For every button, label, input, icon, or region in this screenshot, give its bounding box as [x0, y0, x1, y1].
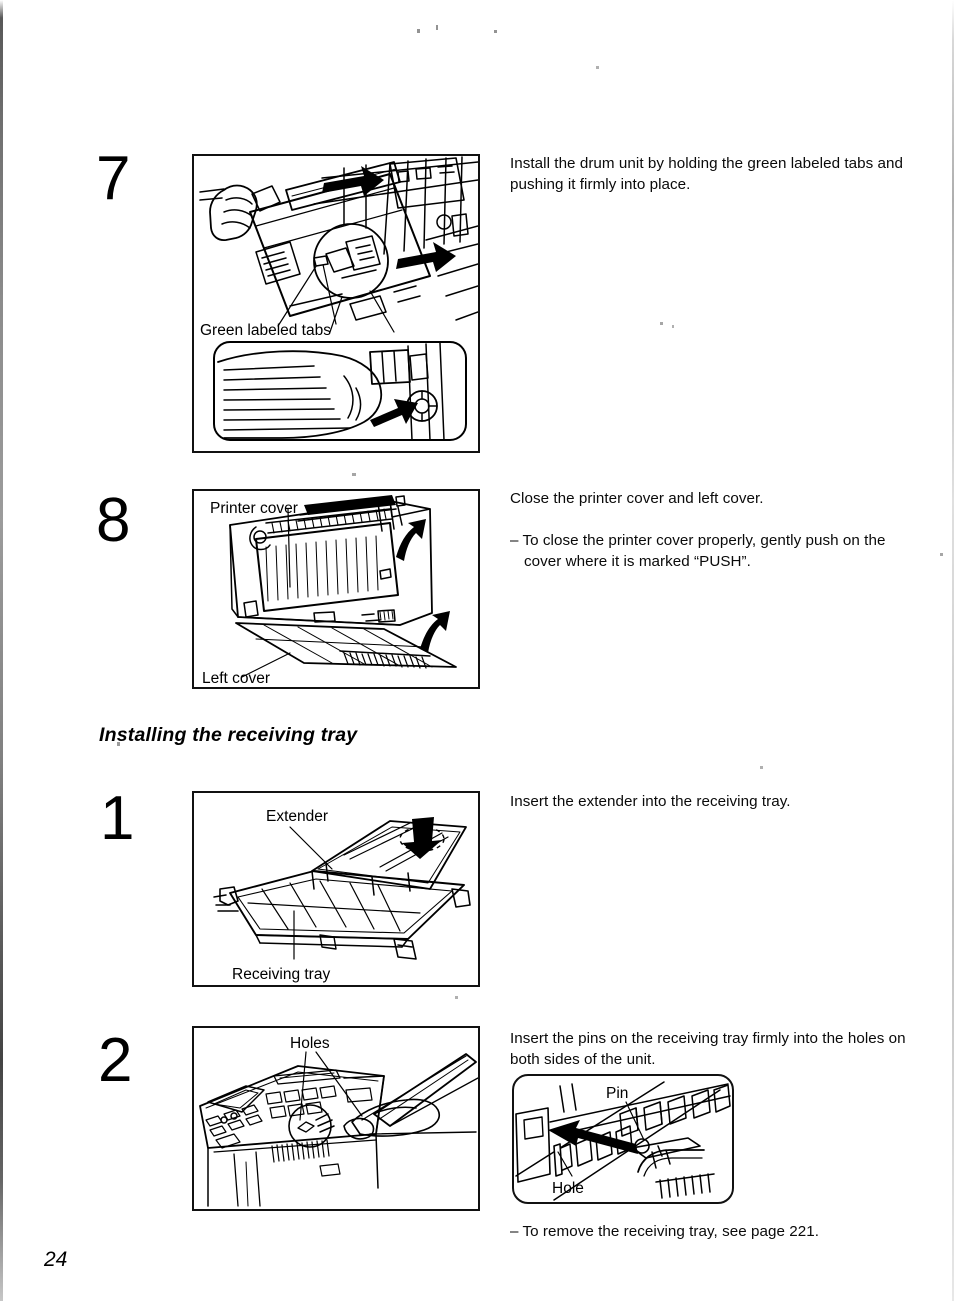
- scan-edge-left: [0, 0, 3, 1301]
- instructions-step-8: Close the printer cover and left cover. …: [510, 488, 914, 572]
- instruction-note-text: – To remove the receiving tray, see page…: [510, 1223, 819, 1240]
- scan-speck: [660, 322, 663, 325]
- instruction-paragraph: Install the drum unit by holding the gre…: [510, 155, 904, 193]
- instruction-paragraph: Insert the pins on the receiving tray fi…: [510, 1030, 906, 1068]
- scan-speck: [352, 473, 356, 476]
- scan-speck: [417, 29, 420, 33]
- scan-speck: [940, 553, 943, 556]
- figure-label-holes: Holes: [290, 1035, 330, 1052]
- step-number-2: 2: [98, 1026, 132, 1095]
- figure-tray-step-1: Extender Receiving tray: [192, 791, 480, 987]
- figure-label-extender: Extender: [266, 808, 328, 825]
- instructions-tray-step-2: Insert the pins on the receiving tray fi…: [510, 1028, 914, 1070]
- scan-speck: [760, 766, 763, 769]
- scan-speck: [672, 325, 674, 328]
- arrow-glyphs: [548, 1120, 638, 1154]
- receiving-tray-extender-illustration: Extender Receiving tray: [213, 808, 471, 983]
- pins-into-holes-illustration: Holes: [199, 1035, 478, 1207]
- step-number-8: 8: [96, 486, 130, 555]
- instructions-tray-step-1: Insert the extender into the receiving t…: [510, 791, 910, 812]
- page-number: 24: [44, 1248, 68, 1271]
- instruction-paragraph: Insert the extender into the receiving t…: [510, 793, 791, 810]
- arrow-glyphs: [402, 817, 442, 859]
- drum-unit-installation-illustration: Green labeled tabs: [199, 156, 478, 441]
- inset-label-hole: Hole: [552, 1180, 584, 1197]
- scan-speck: [117, 742, 120, 746]
- figure-label-printer-cover: Printer cover: [210, 500, 298, 517]
- scan-speck: [436, 25, 438, 30]
- instructions-step-7: Install the drum unit by holding the gre…: [510, 153, 910, 195]
- arrow-glyphs: [396, 519, 450, 653]
- instruction-note: – To close the printer cover properly, g…: [510, 532, 886, 570]
- step-number-7: 7: [96, 144, 130, 213]
- figure-inset-pin-hole: Pin Hole: [512, 1074, 734, 1204]
- scan-speck: [596, 66, 599, 69]
- scan-edge-right: [952, 0, 954, 1301]
- figure-step-8: Printer cover Left cover: [192, 489, 480, 689]
- instruction-note-remove-tray: – To remove the receiving tray, see page…: [510, 1221, 928, 1242]
- step-number-1: 1: [100, 784, 134, 853]
- figure-step-7: Green labeled tabs: [192, 154, 480, 453]
- scan-speck: [455, 996, 458, 999]
- pin-hole-detail-illustration: Pin Hole: [515, 1081, 731, 1201]
- figure-tray-step-2: Holes: [192, 1026, 480, 1211]
- instruction-paragraph: Close the printer cover and left cover.: [510, 490, 764, 507]
- inset-label-pin: Pin: [606, 1085, 628, 1102]
- scan-speck: [494, 30, 497, 33]
- figure-label-green-labeled-tabs: Green labeled tabs: [200, 322, 331, 339]
- arrow-glyphs: [322, 166, 456, 272]
- section-heading: Installing the receiving tray: [99, 724, 358, 746]
- figure-label-receiving-tray: Receiving tray: [232, 966, 330, 983]
- figure-label-left-cover: Left cover: [202, 670, 270, 687]
- closing-covers-illustration: Printer cover Left cover: [202, 495, 457, 687]
